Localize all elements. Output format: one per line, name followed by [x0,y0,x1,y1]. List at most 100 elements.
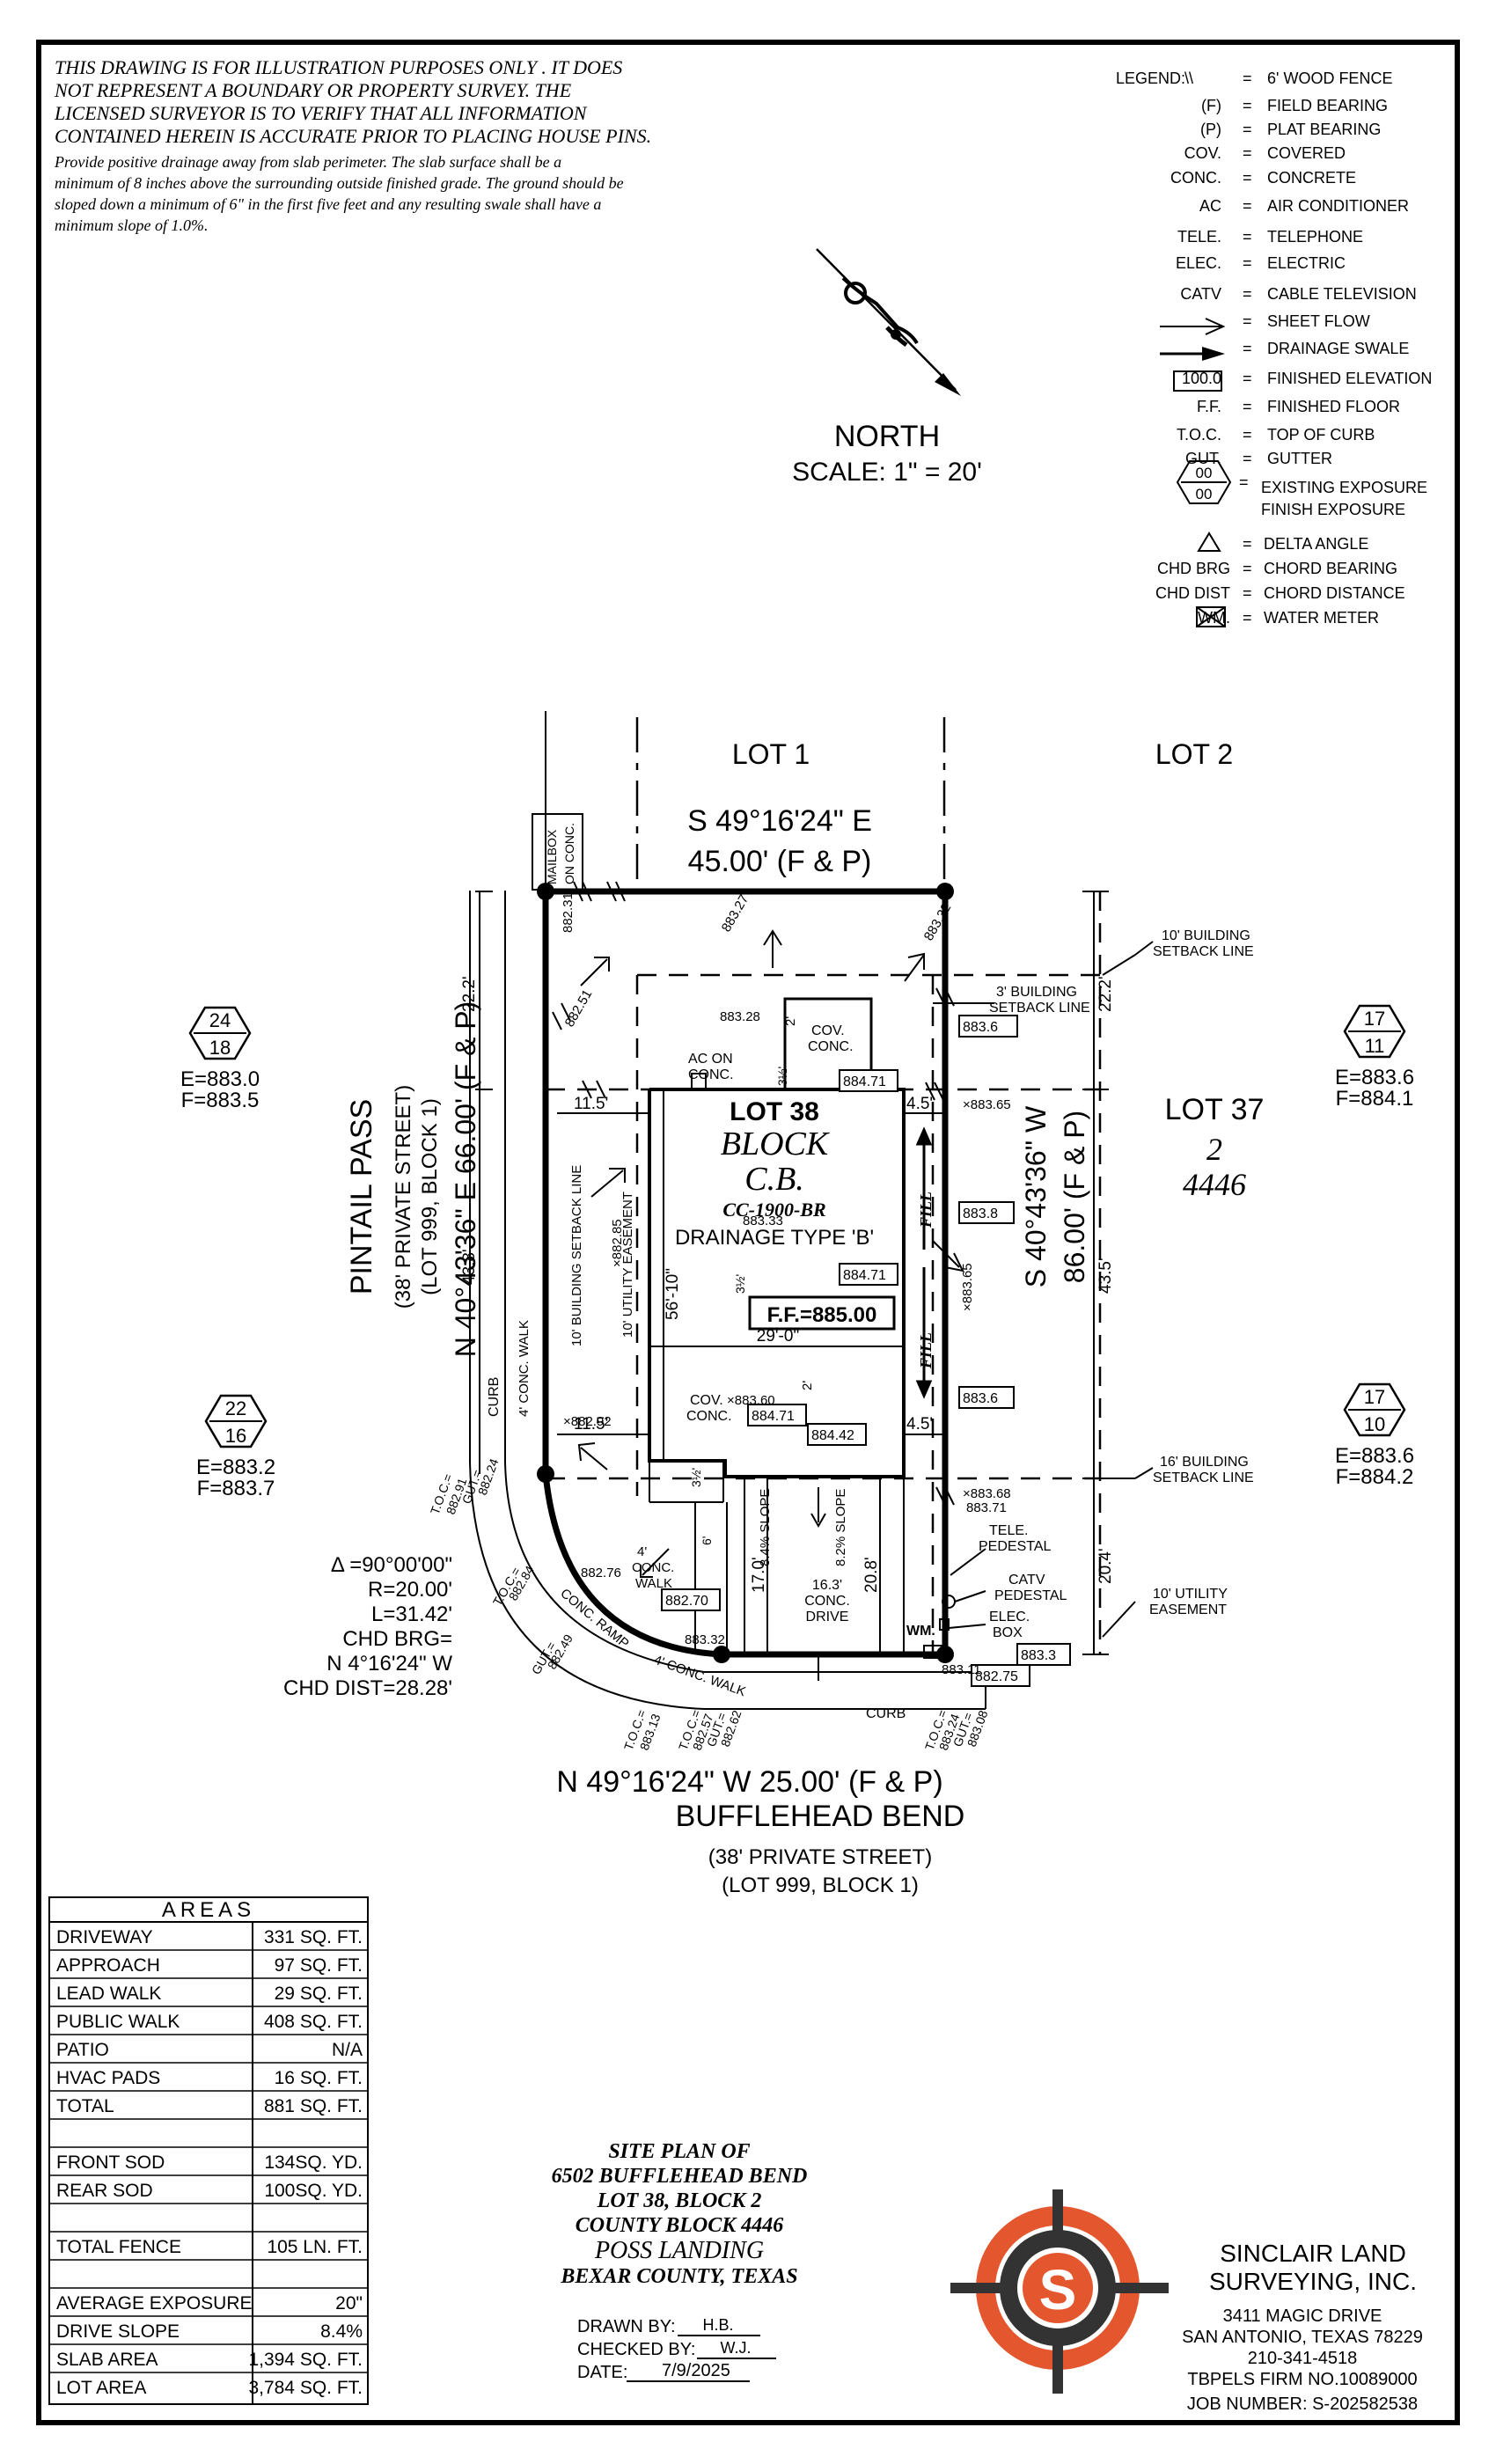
dim-2-bottom: 2' [800,1381,815,1390]
elevation: 883.33 [743,1214,783,1228]
hex-finish: 18 [209,1037,231,1059]
company-address: 3411 MAGIC DRIVE [1223,2306,1382,2326]
company-phone: 210-341-4518 [1248,2349,1358,2368]
plan-labels: LOT 1 LOT 2 LOT 37 2 4446 S 49°16'24" E … [283,738,1264,1897]
elevation-box: 884.71 [752,1409,795,1424]
area-value: 100SQ. YD. [264,2181,363,2201]
legend-eq: = [1243,398,1252,415]
exposure-hexagon-icon: 00 00 [1176,460,1232,504]
area-value: 16 SQ. FT. [275,2068,363,2088]
date-value: 7/9/2025 [662,2361,730,2380]
setback-3-label-2: SETBACK LINE [989,1001,1090,1016]
exposure-eq: = [1239,473,1249,491]
elevation-box: 884.71 [843,1074,886,1089]
elevation: 882.76 [581,1566,621,1580]
elevation-box: 883.3 [1021,1648,1056,1663]
scale-label: SCALE: 1" = 20' [792,458,982,487]
area-value: 20" [335,2293,363,2314]
elevation-boxes: 883.6884.71883.8884.71884.71884.42883.68… [661,1015,1071,1687]
date-label: DATE: [577,2363,627,2382]
legend-description: PLAT BEARING [1267,121,1381,138]
fill-label-1: FILL [917,1192,935,1228]
plan-code: CC-1900-BR [722,1199,825,1221]
legend-symbol: CONC. [1170,169,1221,187]
elevation-box: 884.42 [811,1428,854,1443]
drawn-by-label: DRAWN BY: [577,2317,676,2336]
legend-symbol: T.O.C. [1177,426,1221,444]
dim-56-10: 56'-10" [664,1268,682,1320]
dim-22-2-left: 22.2' [460,976,479,1012]
legend-symbol: CATV [1180,285,1221,303]
hex-f-elevation: F=883.5 [181,1089,260,1112]
drive-label: 16.3' [812,1578,842,1593]
drainage-type: DRAINAGE TYPE 'B' [675,1226,874,1250]
legend-title: LEGEND: [1116,70,1185,87]
curb-bottom-label: CURB [866,1706,906,1721]
curb-left-label: CURB [487,1377,502,1417]
area-value: 97 SQ. FT. [275,1955,363,1976]
tele-label-2: PEDESTAL [979,1539,1052,1554]
dim-20-8: 20.8' [862,1557,881,1593]
mailbox-label-2: ON CONC. [562,823,576,884]
area-value: 134SQ. YD. [264,2152,363,2173]
company-info: SINCLAIR LAND SURVEYING, INC. 3411 MAGIC… [1182,2240,1423,2414]
walk-left-label: 4' CONC. WALK [517,1320,532,1417]
setback-3-label: 3' BUILDING [996,985,1077,1000]
elevation-box: 883.8 [963,1206,998,1221]
drainage-note-line: minimum of 8 inches above the surroundin… [55,174,624,192]
water-meter-label: WM. [906,1624,935,1639]
sheet-flow-icon [1160,318,1226,335]
hex-e-elevation: E=883.0 [180,1067,260,1091]
exposure-desc-2: FINISH EXPOSURE [1261,501,1405,518]
top-bearing: S 49°16'24" E [687,804,872,838]
elevation: 882.51 [562,987,596,1030]
hex-existing: 24 [209,1009,231,1031]
legend-description: CONCRETE [1267,169,1356,187]
checked-by-value: W.J. [721,2339,752,2357]
disclaimer-line: THIS DRAWING IS FOR ILLUSTRATION PURPOSE… [55,56,622,78]
north-arrow-icon [816,248,961,396]
subdivision-name: POSS LANDING [594,2237,764,2264]
hex-e-elevation: E=883.2 [196,1456,275,1479]
drawn-by-value: H.B. [702,2316,733,2334]
finished-elevation-box-icon [1173,370,1222,392]
hex-f-elevation: F=884.2 [1336,1465,1414,1489]
utility-10-label: 10' UTILITY [1153,1587,1228,1602]
page-border [36,40,1460,2425]
logo-center [1023,2253,1093,2323]
dim-29-0: 29'-0" [757,1327,799,1346]
legend-eq: = [1243,370,1252,387]
walk-front-label-2: CONC. [632,1560,674,1575]
area-label: DRIVE SLOPE [56,2321,180,2342]
drive-label-3: DRIVE [806,1610,849,1624]
area-label: APPROACH [56,1955,160,1976]
elevation: 883.11 [942,1662,981,1677]
cb-label: C.B. [744,1161,804,1198]
legend-eq: = [1243,426,1252,444]
dim-3-5-a: 3½' [775,1067,789,1086]
elevation: ×883.65 [960,1263,975,1311]
legend-description: DRAINAGE SWALE [1267,340,1409,357]
legend-eq: = [1243,254,1252,272]
legend-eq: = [1243,97,1252,114]
curve-length: L=31.42' [371,1602,452,1626]
curve-chord-bearing-label: CHD BRG= [342,1627,452,1651]
area-label: SLAB AREA [56,2350,158,2370]
elevation: 883.27 [719,892,752,935]
legend-description: DELTA ANGLE [1264,535,1368,553]
block-label: BLOCK [721,1126,830,1162]
hex-finish: 11 [1365,1035,1385,1057]
lot-38-label: LOT 38 [730,1097,819,1126]
lot-2-label: LOT 2 [1155,738,1233,770]
exposure-hexagon-icon [1343,1004,1406,1059]
disclaimer: THIS DRAWING IS FOR ILLUSTRATION PURPOSE… [54,56,651,234]
legend-description: ELECTRIC [1267,254,1346,272]
hex-finish: 16 [225,1425,246,1447]
dim-2-top: 2' [783,1016,798,1026]
dim-4-5-bottom: 4.5' [906,1415,933,1434]
legend-symbol: CHD DIST [1155,584,1230,602]
hex-existing: 22 [225,1397,246,1419]
ac-label: AC ON [688,1052,733,1067]
area-value: 408 SQ. FT. [264,2012,363,2032]
title-line: BEXAR COUNTY, TEXAS [560,2265,797,2288]
